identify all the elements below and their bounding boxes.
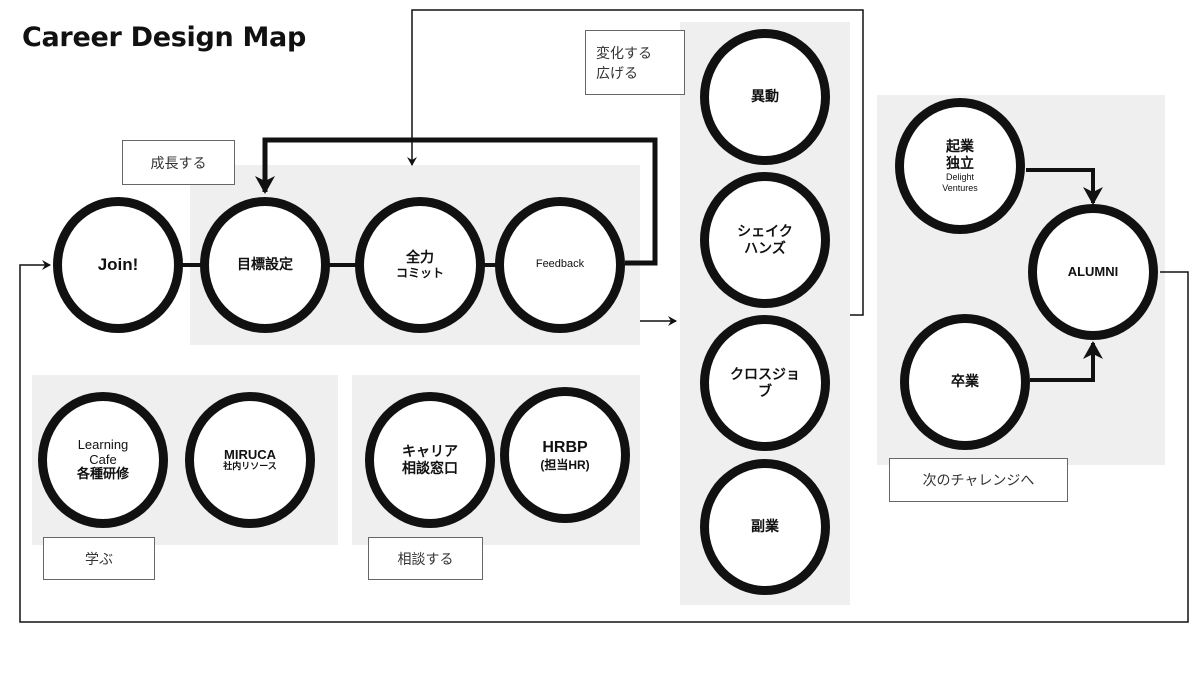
startup-to-alumni-arrow: [1026, 168, 1103, 205]
node-hrbp: HRBP(担当HR): [500, 387, 630, 523]
consult-label: 相談する: [368, 537, 483, 580]
node-commit-line2: コミット: [395, 266, 444, 281]
node-transfer: 異動: [700, 29, 830, 165]
node-graduate: 卒業: [900, 314, 1030, 450]
node-learning-line3: 各種研修: [76, 466, 129, 482]
graduate-to-alumni-arrow: [1030, 341, 1103, 382]
node-hrbp-line2: (担当HR): [540, 457, 590, 472]
node-career-line1: キャリア: [402, 442, 458, 459]
node-startup-line2: 独立: [946, 155, 974, 172]
change-label: 変化する 広げる: [585, 30, 685, 95]
node-career-line2: 相談窓口: [402, 460, 458, 476]
node-hrbp-line1: HRBP: [542, 438, 588, 456]
node-startup-line1: 起業: [946, 138, 974, 155]
diagram-title: Career Design Map: [22, 22, 307, 53]
feedback-loop-arrow: [255, 137, 658, 266]
node-alumni: ALUMNI: [1028, 204, 1158, 340]
change-return-arrow: [407, 9, 864, 316]
node-goal: 目標設定: [200, 197, 330, 333]
node-join: Join!: [53, 197, 183, 333]
node-transfer-text: 異動: [751, 88, 779, 105]
node-graduate-text: 卒業: [951, 373, 979, 390]
node-miruca-line2: 社内リソース: [223, 461, 277, 472]
node-miruca-line1: MIRUCA: [224, 446, 276, 462]
next-label: 次のチャレンジへ: [889, 458, 1068, 502]
node-crossjob: クロスジョブ: [700, 315, 830, 451]
node-join-text: Join!: [97, 255, 139, 275]
node-feedback-text: Feedback: [535, 258, 585, 271]
node-learning-line1: Learning: [77, 436, 129, 452]
grow-label: 成長する: [122, 140, 235, 185]
node-startup-line3: Delight: [945, 172, 974, 182]
node-goal-text: 目標設定: [237, 256, 293, 273]
node-shakehands-line2: ハンズ: [744, 240, 786, 256]
node-feedback: Feedback: [495, 197, 625, 333]
alumni-return-arrow: [19, 260, 1189, 623]
change-label-line1: 変化する: [596, 45, 652, 62]
node-commit: 全力コミット: [355, 197, 485, 333]
learn-label: 学ぶ: [43, 537, 155, 580]
node-sidejob-text: 副業: [751, 518, 779, 535]
node-shakehands-line1: シェイク: [737, 222, 793, 239]
node-sidejob: 副業: [700, 459, 830, 595]
node-career: キャリア相談窓口: [365, 392, 495, 528]
node-learning-line2: Cafe: [89, 451, 117, 467]
node-commit-line1: 全力: [406, 248, 434, 265]
node-crossjob-line1: クロスジョ: [730, 365, 800, 382]
node-startup-line4: Ventures: [942, 182, 978, 193]
node-shakehands: シェイクハンズ: [700, 172, 830, 308]
node-alumni-text: ALUMNI: [1067, 263, 1119, 279]
change-label-line2: 広げる: [596, 65, 638, 82]
node-crossjob-line2: ブ: [758, 383, 772, 399]
